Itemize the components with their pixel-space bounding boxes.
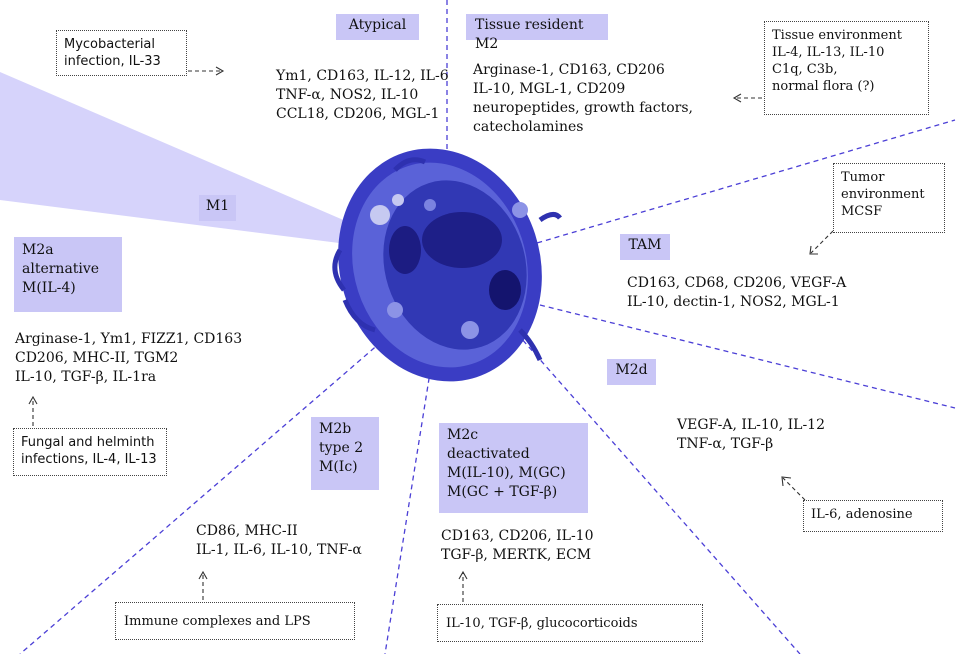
m2b-line: M2b [319,421,352,437]
marker-line: IL-10, MGL-1, CD209 [473,81,626,97]
il10-box: IL-10, TGF-β, glucocorticoids [437,604,703,642]
marker-line: VEGF-A, IL-10, IL-12 [677,417,825,433]
mycobacterial-line: infection, IL-33 [64,54,161,69]
m2a-markers: Arginase-1, Ym1, FIZZ1, CD163 CD206, MHC… [15,330,242,387]
m2c-line: M2c [447,427,479,443]
divider-bottom-center [384,359,433,654]
arrow-tumor-env [810,230,834,254]
m2a-label: M2a alternative M(IL-4) [14,237,122,312]
m2b-line: M(Ic) [319,459,358,475]
divider-lower-right [539,304,956,409]
mycobacterial-box: Mycobacterial infection, IL-33 [56,30,187,76]
marker-line: IL-10, TGF-β, IL-1ra [15,369,157,385]
marker-line: CD206, MHC-II, TGM2 [15,350,179,366]
m2d-label: M2d [607,359,656,385]
tumor-env-line: Tumor [841,170,885,185]
marker-line: IL-1, IL-6, IL-10, TNF-α [196,542,362,558]
mycobacterial-line: Mycobacterial [64,37,156,52]
fungal-line: infections, IL-4, IL-13 [21,452,157,467]
marker-line: Arginase-1, Ym1, FIZZ1, CD163 [15,331,243,347]
divider-bottom-left [19,329,396,654]
tissue-env-line: normal flora (?) [772,79,875,94]
fungal-line: Fungal and helminth [21,435,155,450]
marker-line: IL-10, dectin-1, NOS2, MGL-1 [627,294,840,310]
m2c-markers: CD163, CD206, IL-10 TGF-β, MERTK, ECM [441,527,594,565]
tissue-environment-box: Tissue environment IL-4, IL-13, IL-10 C1… [764,21,929,115]
m2b-line: type 2 [319,440,364,456]
m2a-line: M(IL-4) [22,280,76,296]
m2c-label: M2c deactivated M(IL-10), M(GC) M(GC + T… [439,423,588,513]
arrow-il6 [782,477,806,501]
marker-line: CD86, MHC-II [196,523,298,539]
tumor-environment-box: Tumor environment MCSF [833,163,945,233]
marker-line: TNF-α, TGF-β [677,436,774,452]
tam-markers: CD163, CD68, CD206, VEGF-A IL-10, dectin… [627,274,846,312]
tissue-env-line: C1q, C3b, [772,62,838,77]
marker-line: Ym1, CD163, IL-12, IL-6 [276,68,449,84]
immune-complexes-box: Immune complexes and LPS [115,602,355,640]
m2c-line: M(GC + TGF-β) [447,484,558,500]
tissue-env-line: Tissue environment [772,28,902,43]
il6-adenosine-box: IL-6, adenosine [803,500,943,532]
marker-line: catecholamines [473,119,584,135]
fungal-box: Fungal and helminth infections, IL-4, IL… [13,428,167,476]
marker-line: CD163, CD206, IL-10 [441,528,594,544]
tissue-env-line: IL-4, IL-13, IL-10 [772,45,885,60]
marker-line: CD163, CD68, CD206, VEGF-A [627,275,847,291]
marker-line: Arginase-1, CD163, CD206 [473,62,665,78]
marker-line: TNF-α, NOS2, IL-10 [276,87,419,103]
tumor-env-line: MCSF [841,204,883,219]
m2d-markers: VEGF-A, IL-10, IL-12 TNF-α, TGF-β [677,416,825,454]
m1-label: M1 [199,195,236,221]
marker-line: CCL18, CD206, MGL-1 [276,106,440,122]
atypical-markers: Ym1, CD163, IL-12, IL-6 TNF-α, NOS2, IL-… [276,67,449,124]
m2c-line: M(IL-10), M(GC) [447,465,566,481]
macrophage-cell [332,148,562,382]
atypical-label: Atypical [336,14,419,40]
tissue-resident-label: Tissue resident M2 [466,14,608,52]
tam-label: TAM [620,234,670,260]
m2b-label: M2b type 2 M(Ic) [311,417,379,490]
tissue-resident-markers: Arginase-1, CD163, CD206 IL-10, MGL-1, C… [473,61,693,137]
m1-beam [0,72,355,245]
marker-line: TGF-β, MERTK, ECM [441,547,592,563]
divider-upper-right [519,119,956,249]
tumor-env-line: environment [841,187,925,202]
m2b-markers: CD86, MHC-II IL-1, IL-6, IL-10, TNF-α [196,522,362,560]
divider-right-diagonal [504,319,801,654]
m2c-line: deactivated [447,446,530,462]
marker-line: neuropeptides, growth factors, [473,100,693,116]
m2a-line: M2a [22,242,54,258]
m2a-line: alternative [22,261,100,277]
